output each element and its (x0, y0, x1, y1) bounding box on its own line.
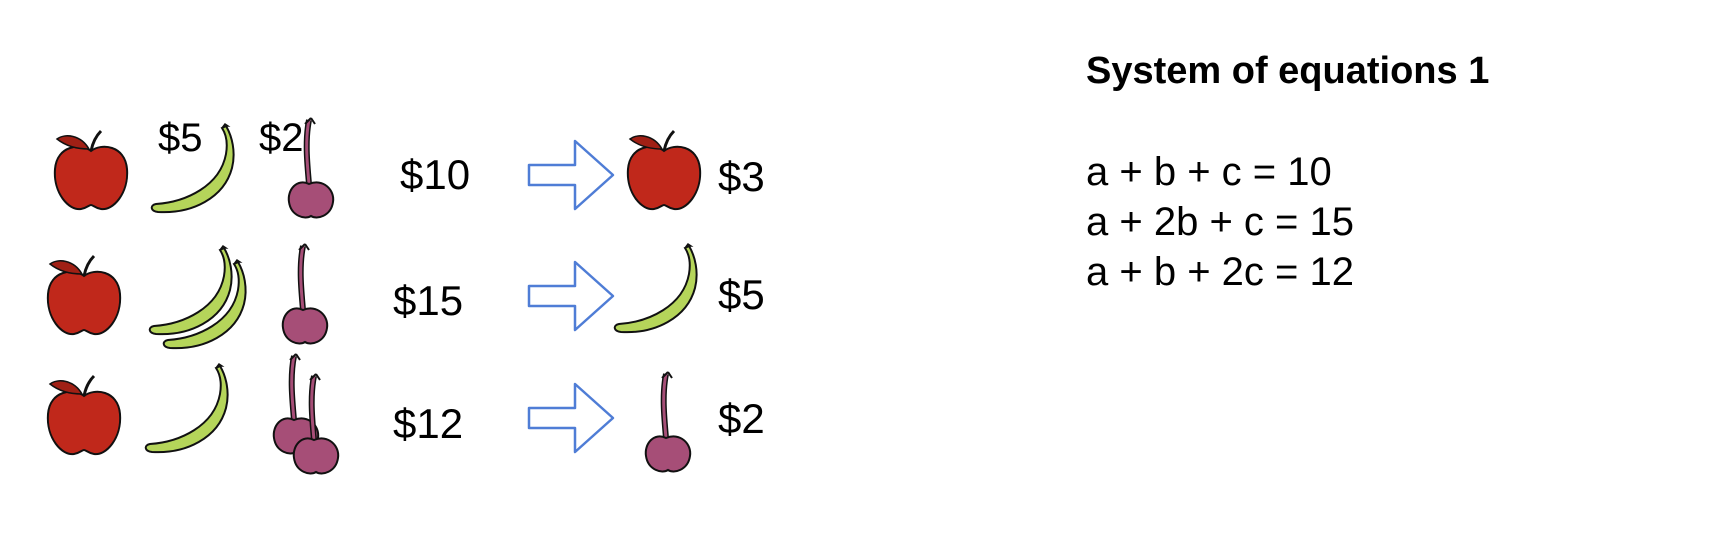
row3-banana-icon (144, 363, 229, 454)
equation-1: a + b + c = 10 (1086, 150, 1332, 194)
row1-arrow-icon (527, 139, 615, 211)
equation-3: a + b + 2c = 12 (1086, 250, 1354, 294)
row2-total: $15 (393, 277, 464, 324)
equation-2: a + 2b + c = 15 (1086, 200, 1354, 244)
row3-result-price: $2 (718, 395, 765, 442)
row2-arrow-icon (527, 260, 615, 332)
row1-result-price: $3 (718, 153, 765, 200)
row1-apple-icon (53, 129, 129, 211)
row3-result-cherry-icon (646, 372, 690, 471)
row1-total: $10 (400, 151, 471, 198)
row2-result-banana-icon (613, 243, 698, 334)
banana-price-label: $5 (158, 116, 203, 160)
row1-result-apple-icon (626, 129, 702, 211)
row2-apple-icon (46, 254, 122, 336)
row2-cherry-icon (283, 244, 327, 343)
row2-banana-icon-2 (162, 259, 247, 350)
cherry-price-label: $2 (259, 116, 304, 160)
row2-result-price: $5 (718, 271, 765, 318)
panel-title: System of equations 1 (1086, 50, 1490, 92)
row3-total: $12 (393, 400, 464, 447)
row3-apple-icon (46, 374, 122, 456)
row3-arrow-icon (527, 382, 615, 454)
